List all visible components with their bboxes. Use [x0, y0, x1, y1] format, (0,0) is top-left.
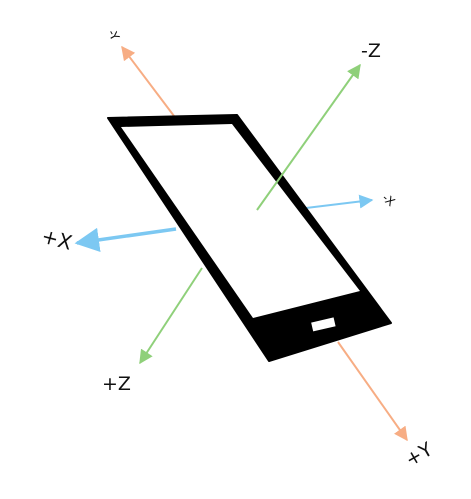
neg-z-label: -Z	[361, 40, 381, 62]
smartphone	[107, 114, 392, 362]
phone-screen	[121, 124, 360, 318]
pos-x-label: +X	[39, 224, 75, 255]
neg-y-label: -Y	[105, 27, 123, 43]
neg-y-axis-arrow	[121, 45, 175, 117]
neg-x-axis-arrow	[305, 194, 374, 209]
pos-x-axis-arrow	[74, 227, 177, 253]
phone-home-button	[311, 317, 336, 332]
neg-x-label: -X	[379, 191, 397, 209]
pos-z-label: +Z	[102, 373, 131, 395]
pos-z-axis-arrow	[139, 267, 203, 365]
neg-z-axis-arrow	[256, 63, 361, 211]
pos-y-axis-arrow	[337, 341, 408, 442]
pos-y-label: +Y	[402, 438, 437, 471]
